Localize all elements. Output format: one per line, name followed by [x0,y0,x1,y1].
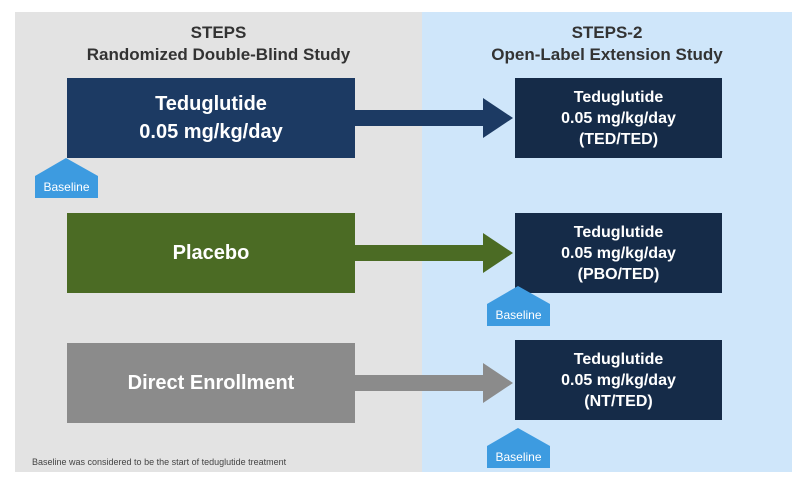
box-line: Placebo [172,242,250,264]
baseline-marker: Baseline [35,158,98,200]
box-line: 0.05 mg/kg/day [561,109,676,127]
box-line: Teduglutide [573,350,664,368]
footnote: Baseline was considered to be the start … [32,457,287,467]
baseline-marker: Baseline [487,286,550,328]
steps-header: STEPS Randomized Double-Blind Study [15,22,422,66]
baseline-label: Baseline [487,304,550,326]
baseline-label: Baseline [35,176,98,198]
arrow-placebo [355,233,515,273]
box-line: (TED/TED) [578,130,659,148]
steps-subtitle: Randomized Double-Blind Study [86,45,351,64]
baseline-label: Baseline [487,446,550,468]
box-line: Teduglutide [155,93,267,115]
box-line: Teduglutide [573,223,664,241]
arrow-direct [355,363,515,403]
nt-ted-box: Teduglutide 0.05 mg/kg/day (NT/TED) [515,340,722,420]
box-line: 0.05 mg/kg/day [561,371,676,389]
box-line: 0.05 mg/kg/day [139,121,283,143]
steps2-header: STEPS-2 Open-Label Extension Study [422,22,792,66]
pbo-ted-box: Teduglutide 0.05 mg/kg/day (PBO/TED) [515,213,722,293]
baseline-marker: Baseline [487,428,550,470]
steps2-subtitle: Open-Label Extension Study [491,45,723,64]
placebo-arm-box: Placebo [67,213,355,293]
direct-enrollment-box: Direct Enrollment [67,343,355,423]
box-line: (NT/TED) [584,392,653,410]
arrow-ted [355,98,515,138]
steps-title: STEPS [190,23,247,42]
ted-ted-box: Teduglutide 0.05 mg/kg/day (TED/TED) [515,78,722,158]
box-line: Direct Enrollment [127,372,295,394]
box-line: (PBO/TED) [577,265,660,283]
box-line: Teduglutide [573,88,664,106]
teduglutide-arm-box: Teduglutide 0.05 mg/kg/day [67,78,355,158]
steps2-title: STEPS-2 [571,23,643,42]
box-line: 0.05 mg/kg/day [561,244,676,262]
